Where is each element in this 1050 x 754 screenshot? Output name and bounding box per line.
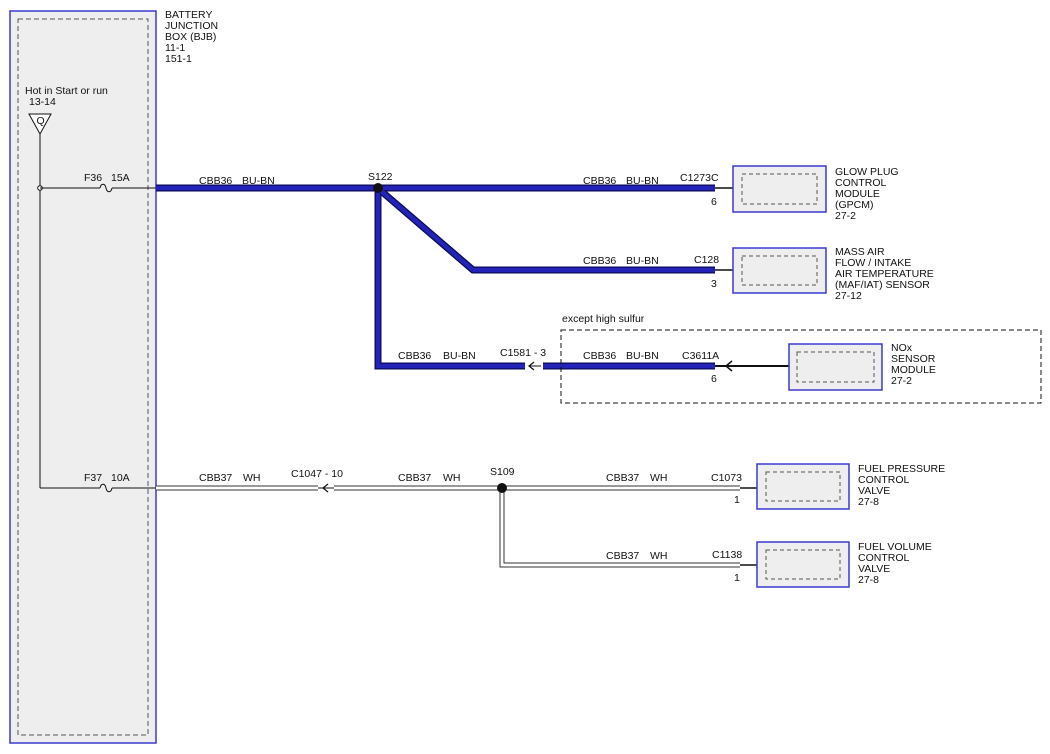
wire-color-label: BU-BN	[242, 175, 275, 187]
wire-circuit-label: CBB36	[583, 350, 616, 362]
gpcm-name: CONTROL	[835, 177, 886, 189]
connector-c1047-label: C1047 - 10	[291, 468, 343, 480]
connector-c3611a: C3611A 6	[682, 350, 789, 385]
connector-c1047: C1047 - 10	[291, 468, 343, 493]
nox-ref: 27-2	[891, 375, 912, 387]
wire-color-label: WH	[650, 472, 668, 484]
module-outline	[732, 165, 827, 213]
fvcv-name: FUEL VOLUME	[858, 541, 932, 553]
option-box-except-high-sulfur	[560, 329, 1042, 404]
wire-circuit-label: CBB37	[199, 472, 232, 484]
gpcm-name: (GPCM)	[835, 199, 874, 211]
connector-c128-label: C128	[694, 254, 719, 266]
wire-color-label: BU-BN	[626, 175, 659, 187]
module-outline	[756, 463, 850, 510]
fuse-icon	[99, 483, 113, 493]
fuse-icon	[99, 183, 113, 193]
wire-color-label: WH	[443, 472, 461, 484]
splice-s122-label: S122	[368, 171, 393, 183]
fvcv-ref: 27-8	[858, 574, 879, 586]
connector-c3611a-label: C3611A	[682, 350, 719, 362]
bjb-inner-outline	[17, 18, 149, 736]
connector-c1138-label: C1138	[712, 549, 742, 561]
wire-color-label: BU-BN	[626, 350, 659, 362]
wire-circuit-label: CBB36	[398, 350, 431, 362]
bjb-outline	[9, 10, 157, 744]
splice-s122	[373, 183, 383, 193]
hot-ref: 13-14	[29, 96, 56, 108]
hot-label: Hot in Start or run	[25, 85, 108, 97]
wire-cbb36	[156, 184, 715, 370]
module-outline	[788, 343, 883, 391]
module-maf-iat	[732, 247, 827, 294]
bjb-title-line: JUNCTION	[165, 20, 218, 32]
wire-circuit-label: CBB36	[583, 255, 616, 267]
wire-circuit-label: CBB36	[199, 175, 232, 187]
power-source-icon	[28, 113, 52, 136]
wire-color-label: WH	[243, 472, 261, 484]
maf-name: MASS AIR	[835, 246, 885, 258]
bjb-title: BATTERY JUNCTION BOX (BJB) 11-1 151-1	[165, 9, 218, 65]
splice-s109	[497, 483, 507, 493]
bjb-title-line: BATTERY	[165, 9, 212, 21]
module-fuel-volume-control-valve	[756, 541, 850, 588]
fpcv-name: FUEL PRESSURE	[858, 463, 945, 475]
connector-c1581-label: C1581 - 3	[500, 347, 546, 359]
fpcv-name: CONTROL	[858, 474, 909, 486]
gpcm-ref: 27-2	[835, 210, 856, 222]
power-source-label: Q	[37, 115, 45, 127]
nox-name: NOx	[891, 342, 913, 354]
module-outline	[732, 247, 827, 294]
fvcv-name: VALVE	[858, 563, 890, 575]
module-fuel-pressure-control-valve	[756, 463, 850, 510]
maf-name: FLOW / INTAKE	[835, 257, 911, 269]
wire-color-label: WH	[650, 550, 668, 562]
fuse-f37: F37 10A	[84, 472, 156, 493]
gpcm-name: MODULE	[835, 188, 880, 200]
connector-female-icon	[724, 360, 733, 372]
maf-name: (MAF/IAT) SENSOR	[835, 279, 930, 291]
fuse-f37-label: F37	[84, 472, 102, 484]
module-outline	[756, 541, 850, 588]
fuse-f36-rating: 15A	[111, 172, 130, 184]
connector-pin: 6	[711, 196, 717, 208]
fuse-f36: F36 15A	[84, 172, 156, 193]
nox-name: SENSOR	[891, 353, 936, 365]
wire-cbb37	[156, 485, 740, 568]
connector-pin: 3	[711, 278, 717, 290]
wire-circuit-label: CBB37	[606, 472, 639, 484]
fpcv-ref: 27-8	[858, 496, 879, 508]
connector-c1581: C1581 - 3	[500, 347, 546, 371]
maf-ref: 27-12	[835, 290, 862, 302]
connector-pin: 1	[734, 494, 740, 506]
wire-color-label: BU-BN	[443, 350, 476, 362]
maf-name: AIR TEMPERATURE	[835, 268, 934, 280]
wire-color-label: BU-BN	[626, 255, 659, 267]
gpcm-name: GLOW PLUG	[835, 166, 899, 178]
wire-circuit-label: CBB37	[398, 472, 431, 484]
fuse-f37-rating: 10A	[111, 472, 130, 484]
option-box-label: except high sulfur	[562, 313, 645, 325]
connector-c1273c-label: C1273C	[680, 172, 719, 184]
nox-name: MODULE	[891, 364, 936, 376]
fuse-f36-label: F36	[84, 172, 102, 184]
fpcv-name: VALVE	[858, 485, 890, 497]
module-nox-sensor	[788, 343, 883, 391]
wire-circuit-label: CBB36	[583, 175, 616, 187]
battery-junction-box	[9, 10, 157, 744]
wire-circuit-label: CBB37	[606, 550, 639, 562]
connector-pin: 6	[711, 373, 717, 385]
bjb-title-line: BOX (BJB)	[165, 31, 216, 43]
connector-pin: 1	[734, 572, 740, 584]
bjb-ref: 11-1	[165, 42, 185, 54]
fvcv-name: CONTROL	[858, 552, 909, 564]
connector-c1073-label: C1073	[711, 472, 742, 484]
bjb-ref: 151-1	[165, 53, 192, 65]
module-gpcm	[732, 165, 827, 213]
splice-s109-label: S109	[490, 466, 515, 478]
